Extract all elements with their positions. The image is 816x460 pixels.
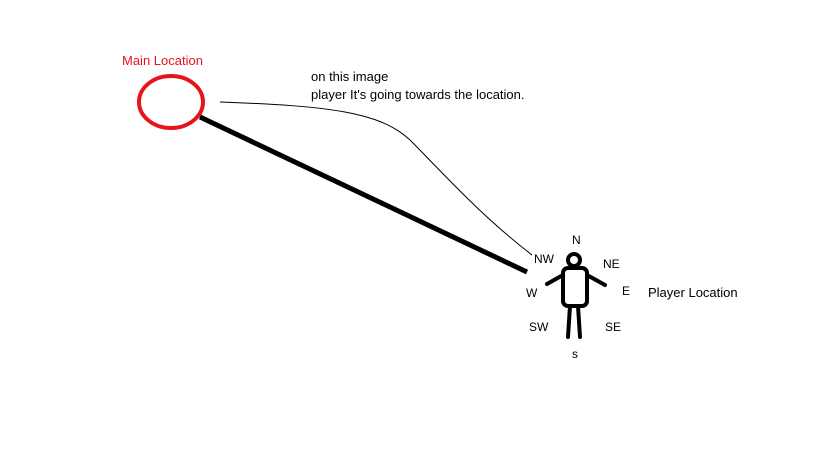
- annotation-note-line-2: player It's going towards the location.: [311, 87, 525, 102]
- main-location-marker: [137, 74, 205, 130]
- compass-south-label: s: [572, 347, 578, 361]
- compass-east-label: E: [622, 284, 631, 298]
- compass-north-label: N: [572, 233, 581, 247]
- compass-northeast-label: NE: [603, 257, 620, 271]
- player-left-leg: [566, 304, 572, 339]
- player-right-arm: [585, 273, 607, 287]
- compass-southeast-label: SE: [605, 320, 622, 334]
- player-right-leg: [576, 304, 582, 339]
- annotation-note-line-1: on this image: [311, 69, 389, 84]
- player-body: [561, 266, 589, 308]
- compass-west-label: W: [526, 286, 538, 300]
- compass-northwest-label: NW: [534, 252, 554, 266]
- annotation-curve: [219, 101, 533, 256]
- compass-southwest-label: SW: [529, 320, 549, 334]
- player-figure: [545, 252, 607, 339]
- player-left-arm: [545, 273, 565, 286]
- path-to-player-line: [198, 114, 529, 275]
- player-location-label: Player Location: [648, 285, 738, 300]
- main-location-label: Main Location: [122, 53, 203, 68]
